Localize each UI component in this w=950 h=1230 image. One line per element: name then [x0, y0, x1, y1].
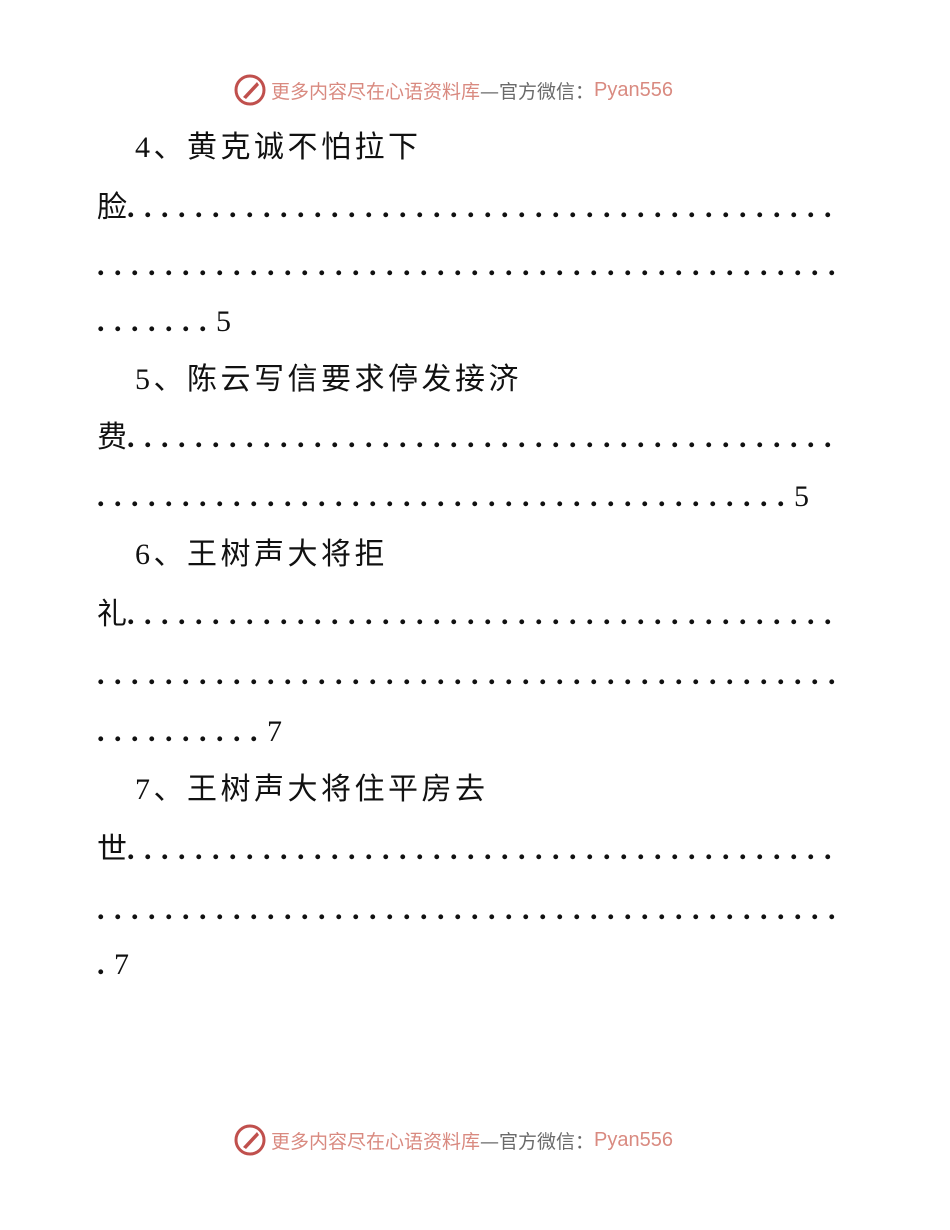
toc-entry-page-line: .7: [97, 948, 129, 981]
toc-entry-title: 7、王树声大将住平房去: [135, 772, 489, 807]
toc-entry-leader: 费.......................................…: [97, 420, 841, 455]
toc-entry-page-line: ..........7: [97, 715, 282, 748]
banner-text: 更多内容尽在心语资料库: [271, 1130, 481, 1153]
toc-entry-title: 5、陈云写信要求停发接济: [135, 362, 522, 397]
toc-entry-page-line: ........................................…: [97, 480, 809, 513]
toc-entry-leader: 礼.......................................…: [97, 597, 841, 632]
banner-wechat-id: Pyan556: [594, 1128, 673, 1151]
toc-entry-page-line: .......5: [97, 305, 231, 338]
pen-logo-icon: [234, 1124, 266, 1156]
header-banner: 更多内容尽在心语资料库 —官方微信： Pyan556: [233, 70, 673, 110]
toc-entry-leader: 脸.......................................…: [97, 190, 841, 225]
toc-entry-title: 4、黄克诚不怕拉下: [135, 130, 422, 165]
toc-leader-dots: ........................................…: [97, 893, 845, 926]
page-number: 7: [114, 948, 129, 981]
toc-leader-dots: ........................................…: [97, 658, 845, 691]
toc-entry-title: 6、王树声大将拒: [135, 537, 388, 572]
banner-wechat-id: Pyan556: [594, 78, 673, 101]
banner-wechat-label: —官方微信：: [480, 1130, 595, 1153]
pen-logo-icon: [234, 74, 266, 106]
page-number: 7: [267, 715, 282, 748]
page-number: 5: [794, 480, 809, 513]
footer-banner: 更多内容尽在心语资料库 —官方微信： Pyan556: [233, 1120, 673, 1160]
toc-entry-leader: 世.......................................…: [97, 832, 841, 867]
banner-wechat-label: —官方微信：: [480, 80, 595, 103]
banner-text: 更多内容尽在心语资料库: [271, 80, 481, 103]
toc-leader-dots: ........................................…: [97, 249, 845, 282]
page-number: 5: [216, 305, 231, 338]
